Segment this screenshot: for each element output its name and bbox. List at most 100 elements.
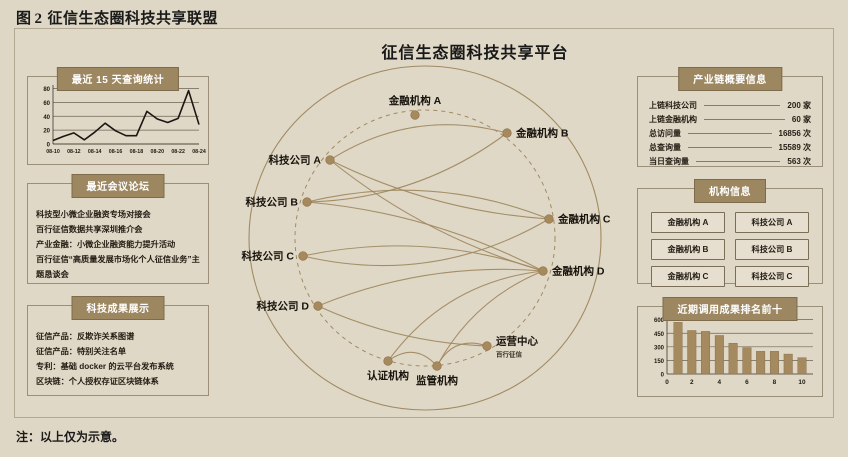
line-chart-ytick: 60	[43, 101, 50, 107]
institution-cell[interactable]: 科技公司 B	[735, 239, 809, 260]
panel-title-achievements: 科技成果展示	[71, 296, 165, 320]
chain-row-value: 563 次	[787, 156, 811, 166]
institution-cell[interactable]: 金融机构 A	[651, 212, 725, 233]
panel-body-meetings: 科技型小微企业融资专场对接会百行征信数据共享深圳推介会产业金融：小微企业融资能力…	[27, 183, 209, 284]
network-node-label-jg: 监管机构	[416, 373, 458, 388]
achievement-item: 征信产品：反欺诈关系图谱	[36, 332, 135, 341]
chain-row-leader	[704, 104, 781, 106]
bar-chart-bar	[783, 353, 793, 375]
line-chart-xtick: 08-18	[130, 149, 144, 155]
network-node-kj_a[interactable]	[325, 155, 335, 165]
network-edge	[317, 305, 488, 347]
institution-cell[interactable]: 金融机构 B	[651, 239, 725, 260]
chain-row-label: 上链科技公司	[649, 100, 697, 110]
chain-row-leader	[688, 132, 772, 134]
panel-body-institutions: 金融机构 A 科技公司 A 金融机构 B 科技公司 B 金融机构 C 科技公司 C	[637, 188, 823, 287]
bar-chart-ytick: 150	[654, 359, 665, 365]
panel-title-institutions: 机构信息	[694, 179, 766, 203]
bar-chart-bar	[673, 322, 683, 375]
meeting-item: 科技型小微企业融资专场对接会	[36, 210, 151, 219]
bar-chart-bar	[756, 351, 766, 375]
chain-row-leader	[696, 160, 781, 162]
bar-chart-xtick: 10	[798, 379, 806, 386]
line-chart-xtick: 08-14	[88, 149, 102, 155]
panel-meetings: 最近会议论坛 科技型小微企业融资专场对接会百行征信数据共享深圳推介会产业金融：小…	[27, 174, 209, 284]
achievement-item: 区块链：个人授权存证区块链体系	[36, 377, 159, 386]
network-node-jr_d[interactable]	[538, 266, 548, 276]
network-edge	[306, 201, 544, 272]
panel-title-chain-summary: 产业链概要信息	[678, 67, 782, 91]
network-node-kj_d[interactable]	[313, 301, 323, 311]
chain-row-value: 200 家	[787, 100, 811, 110]
network-node-label-jr_d: 金融机构 D	[552, 264, 605, 279]
line-chart-xtick: 08-22	[171, 149, 185, 155]
network-node-jr_a[interactable]	[410, 110, 420, 120]
figure-footnote: 注：以上仅为示意。	[16, 430, 125, 444]
network-node-kj_b[interactable]	[302, 197, 312, 207]
network-outer-ring	[248, 65, 602, 411]
chain-row-label: 当日查询量	[649, 156, 689, 166]
bar-chart-xtick: 4	[718, 379, 722, 386]
network-node-label-rz: 认证机构	[367, 368, 409, 383]
network-node-label-text: 金融机构 A	[388, 95, 442, 107]
bar-chart-bar	[742, 347, 752, 375]
network-node-label-jr_a: 金融机构 A	[389, 93, 442, 108]
network-edge	[436, 270, 544, 367]
network-node-yy[interactable]	[482, 341, 492, 351]
network-node-label-kj_d: 科技公司 D	[257, 299, 310, 314]
bar-chart-xtick: 0	[665, 379, 669, 386]
network-node-label-text: 科技公司 A	[268, 154, 322, 167]
bar-chart-bar	[714, 335, 724, 375]
network-inner-ring	[294, 109, 556, 367]
chain-summary-row: 上链金融机构 60 家	[649, 112, 811, 126]
bar-chart-xtick: 2	[690, 379, 694, 386]
institution-cell[interactable]: 金融机构 C	[651, 266, 725, 287]
network-svg	[248, 65, 602, 411]
institution-cell[interactable]: 科技公司 C	[735, 266, 809, 287]
chain-row-label: 上链金融机构	[649, 114, 697, 124]
network-node-kj_c[interactable]	[298, 251, 308, 261]
chain-row-label: 总访问量	[649, 128, 681, 138]
meeting-item: 产业金融：小微企业融资能力提升活动	[36, 240, 176, 249]
network-node-label-jr_b: 金融机构 B	[516, 126, 569, 141]
chain-row-leader	[688, 146, 772, 148]
network-node-rz[interactable]	[383, 356, 393, 366]
chain-row-value: 60 家	[791, 114, 811, 124]
chain-row-leader	[704, 118, 785, 120]
line-chart-xtick: 08-16	[109, 149, 123, 155]
network-node-label-text: 科技公司 D	[256, 300, 310, 313]
network-node-label-kj_c: 科技公司 C	[242, 249, 295, 264]
line-chart-xtick: 08-12	[67, 149, 81, 155]
institution-grid: 金融机构 A 科技公司 A 金融机构 B 科技公司 B 金融机构 C 科技公司 C	[651, 212, 809, 287]
chain-summary-row: 上链科技公司 200 家	[649, 98, 811, 112]
bar-chart-ytick: 450	[654, 332, 665, 338]
line-chart-ytick: 20	[43, 129, 50, 135]
line-chart-ytick: 80	[43, 87, 50, 93]
meeting-list: 科技型小微企业融资专场对接会百行征信数据共享深圳推介会产业金融：小微企业融资能力…	[36, 207, 202, 282]
meeting-item: 百行征信数据共享深圳推介会	[36, 225, 143, 234]
institution-cell[interactable]: 科技公司 A	[735, 212, 809, 233]
network-edge	[387, 351, 438, 367]
network-node-label-text: 科技公司 B	[245, 196, 299, 209]
network-node-label-jr_c: 金融机构 C	[558, 212, 611, 227]
bar-chart-xtick: 8	[773, 379, 777, 386]
meeting-item: 百行征信“高质量发展市场化个人征信业务”主题恳谈会	[36, 255, 200, 279]
network-node-jr_c[interactable]	[544, 214, 554, 224]
line-chart-xtick: 08-10	[46, 149, 60, 155]
line-chart-ytick: 0	[47, 143, 51, 149]
network-edge	[306, 189, 550, 220]
network-node-jg[interactable]	[432, 361, 442, 371]
network-node-jr_b[interactable]	[502, 128, 512, 138]
